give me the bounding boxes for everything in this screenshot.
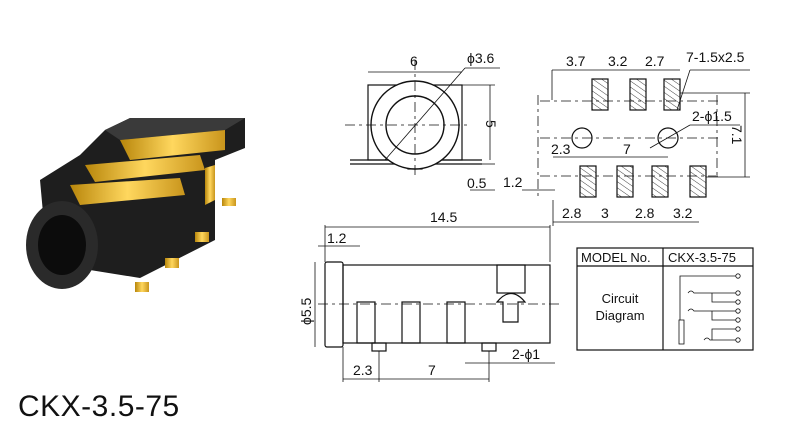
hole-spec: 2-ϕ1.5	[692, 108, 732, 124]
side-view: 14.5 1.2 ϕ5.5 2.3 7 2-ϕ1	[298, 209, 560, 382]
bottom-spacing-4: 3.2	[673, 205, 693, 221]
front-height-dim: 5	[483, 120, 499, 128]
top-spacing-2: 3.2	[608, 53, 628, 69]
side-flange-dim: 1.2	[327, 230, 347, 246]
top-spacing-3: 2.7	[645, 53, 665, 69]
front-diameter-dim: ϕ3.6	[467, 50, 495, 66]
top-spacing-1: 3.7	[566, 53, 586, 69]
model-title: CKX-3.5-75	[18, 390, 180, 423]
footprint-height: 7.1	[729, 125, 745, 145]
bottom-spacing-1: 2.8	[562, 205, 582, 221]
edge-offset: 1.2	[503, 174, 523, 190]
model-value: CKX-3.5-75	[668, 250, 736, 265]
model-table: MODEL No. CKX-3.5-75 Circuit Diagram	[576, 247, 754, 351]
side-diameter-dim: ϕ5.5	[298, 297, 314, 325]
peg-spec-dim: 2-ϕ1	[512, 346, 540, 362]
bottom-spacing-3: 2.8	[635, 205, 655, 221]
peg-distance-dim: 7	[428, 362, 436, 378]
circuit-label-line1: Circuit	[602, 291, 639, 306]
front-width-dim: 6	[410, 53, 418, 69]
pcb-footprint: 3.7 3.2 2.7 7-1.5x2.5 2-ϕ1.5 7.1 2.3 7 1…	[503, 49, 750, 226]
bottom-spacing-2: 3	[601, 205, 609, 221]
jack-product-photo	[26, 118, 245, 292]
front-foot-dim: 0.5	[467, 175, 487, 191]
pad-spec: 7-1.5x2.5	[686, 49, 745, 65]
hole-distance: 7	[623, 141, 631, 157]
front-view: 6 ϕ3.6 5 0.5	[345, 50, 500, 191]
hole-offset: 2.3	[551, 141, 571, 157]
side-length-dim: 14.5	[430, 209, 457, 225]
circuit-label-line2: Diagram	[595, 308, 644, 323]
model-label: MODEL No.	[581, 250, 651, 265]
peg-offset-dim: 2.3	[353, 362, 373, 378]
circuit-diagram-symbol	[678, 273, 741, 345]
